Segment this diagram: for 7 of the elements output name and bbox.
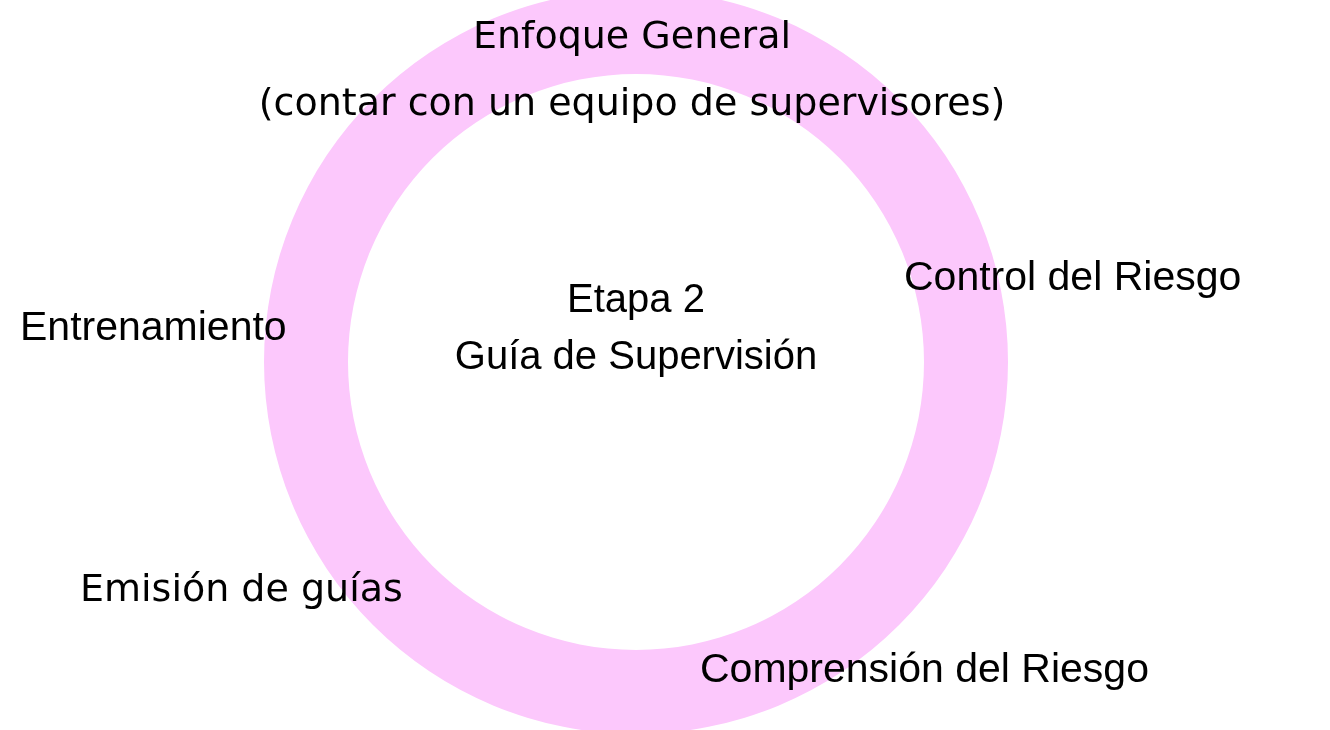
segment-label: Control del Riesgo [904,252,1242,301]
stage-subtitle: Guía de Supervisión [454,332,818,379]
segment-label: Comprensión del Riesgo [700,644,1149,693]
segment-label: Entrenamiento [20,302,287,351]
stage-title: Etapa 2 [567,275,705,322]
segment-label: Emisión de guías [80,566,403,612]
segment-label: Enfoque General (contar con un equipo de supervisores) [257,12,1007,126]
